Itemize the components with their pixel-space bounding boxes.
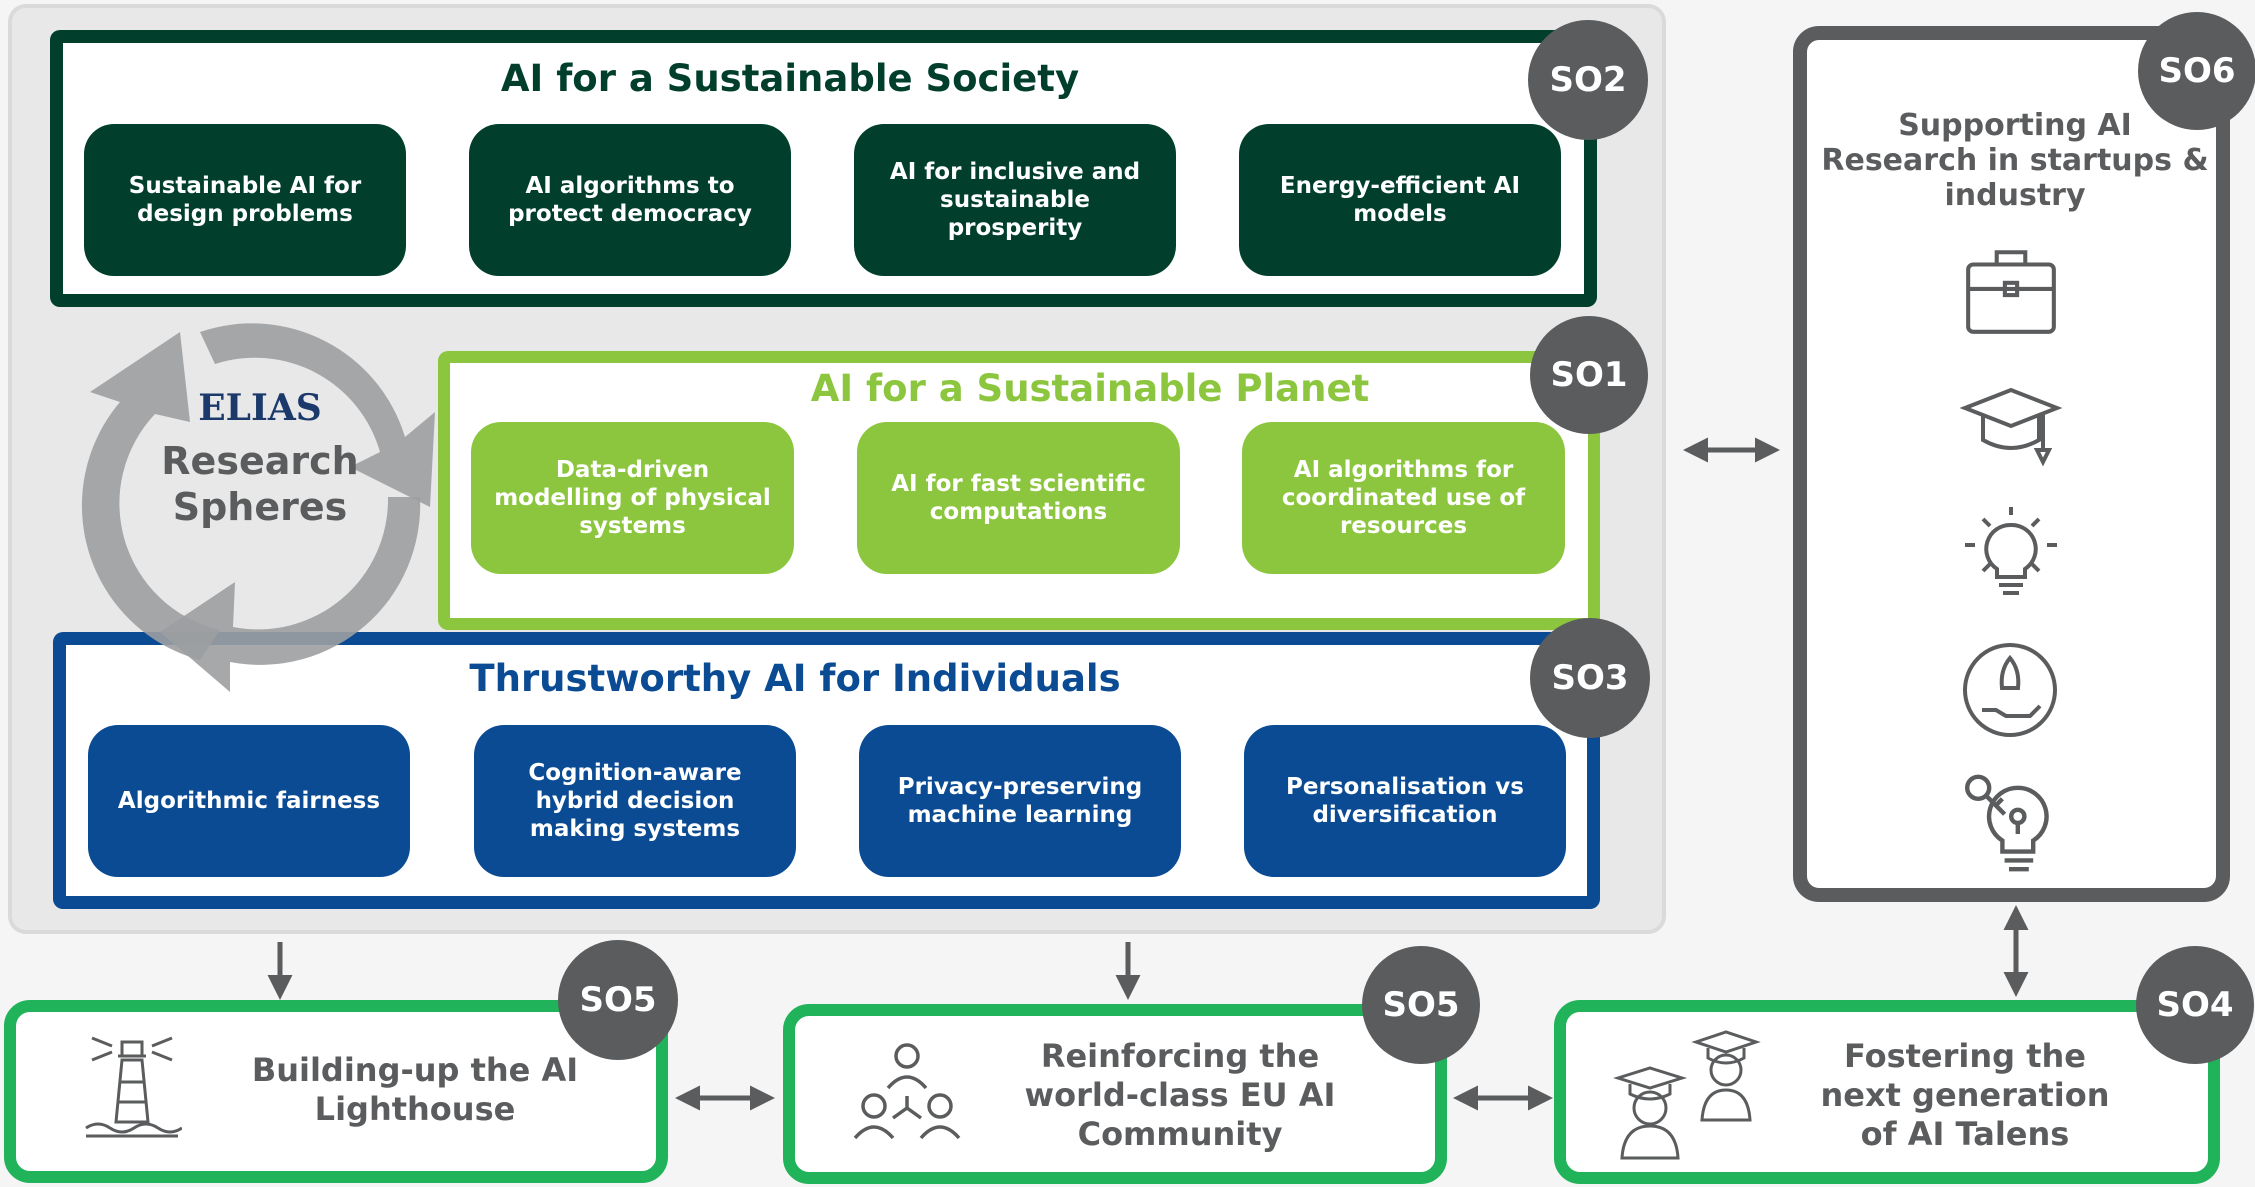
lighthouse-frame xyxy=(4,1000,668,1183)
talents-text: Fostering the next generation of AI Tale… xyxy=(1820,1036,2110,1153)
so3-item-fairness: Algorithmic fairness xyxy=(88,725,410,877)
so6-title: Supporting AI Research in startups & ind… xyxy=(1821,107,2209,213)
so6-badge: SO6 xyxy=(2138,12,2255,130)
research-spheres-label-line1: Research xyxy=(161,439,359,483)
so2-badge: SO2 xyxy=(1528,20,1648,140)
lighthouse-icon xyxy=(85,1036,182,1138)
so2-item-sustainable-ai: Sustainable AI for design problems xyxy=(84,124,406,276)
talents-frame xyxy=(1554,1000,2220,1184)
so3-item-cognition-aware: Cognition-aware hybrid decision making s… xyxy=(474,725,796,877)
so1-item-data-driven: Data-driven modelling of physical system… xyxy=(471,422,794,574)
community-badge: SO5 xyxy=(1362,946,1480,1064)
so2-title: AI for a Sustainable Society xyxy=(500,56,1080,100)
talents-badge: SO4 xyxy=(2136,946,2254,1064)
so3-badge: SO3 xyxy=(1530,618,1650,738)
research-spheres-label: Research Spheres xyxy=(150,436,370,532)
briefcase-icon xyxy=(1966,250,2056,334)
so1-item-fast-computations: AI for fast scientific computations xyxy=(857,422,1180,574)
so1-title: AI for a Sustainable Planet xyxy=(810,366,1370,410)
so3-title: Thrustworthy AI for Individuals xyxy=(469,656,1121,700)
so1-badge: SO1 xyxy=(1530,316,1648,434)
so2-item-democracy: AI algorithms to protect democracy xyxy=(469,124,791,276)
research-spheres-label-line2: Spheres xyxy=(172,485,348,529)
so1-item-coordinated-resources: AI algorithms for coordinated use of res… xyxy=(1242,422,1565,574)
graduation-cap-icon xyxy=(1959,387,2063,467)
so2-item-prosperity: AI for inclusive and sustainable prosper… xyxy=(854,124,1176,276)
community-frame xyxy=(783,1004,1447,1184)
community-text: Reinforcing the world-class EU AI Commun… xyxy=(1024,1036,1336,1153)
so6-frame xyxy=(1793,26,2230,902)
cycle-arrows-icon xyxy=(81,323,435,692)
elias-logo: ELIAS xyxy=(198,387,322,429)
so3-item-personalisation: Personalisation vs diversification xyxy=(1244,725,1566,877)
so3-item-privacy: Privacy-preserving machine learning xyxy=(859,725,1181,877)
community-icon xyxy=(853,1043,961,1140)
so2-item-energy-efficient: Energy-efficient AI models xyxy=(1239,124,1561,276)
graduates-icon xyxy=(1612,1030,1761,1160)
lighthouse-text: Building-up the AI Lighthouse xyxy=(251,1051,579,1128)
lighthouse-badge: SO5 xyxy=(558,940,678,1060)
key-lightbulb-icon xyxy=(1965,774,2049,872)
lightbulb-icon xyxy=(1965,507,2057,595)
hand-rocket-icon xyxy=(1963,643,2057,737)
